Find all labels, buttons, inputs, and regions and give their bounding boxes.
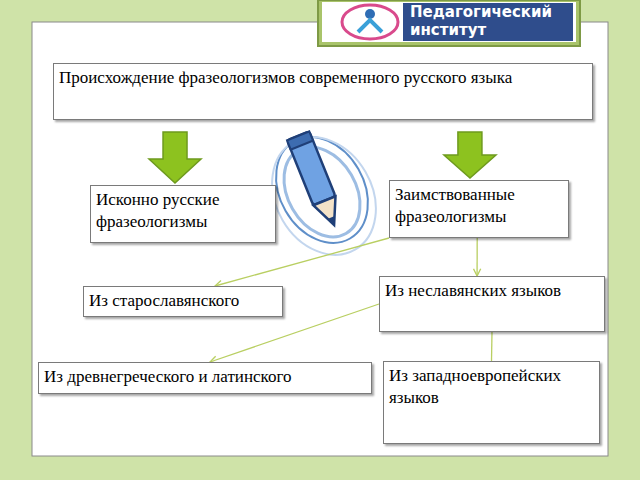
box-text: Из древнегреческого и латинского: [44, 366, 366, 388]
category-box: Из западноевропейских языков: [383, 361, 600, 444]
pencil-cap: [287, 131, 313, 149]
box-text: Происхождение фразеологизмов современног…: [59, 67, 587, 89]
box-text: Заимствованные фразеологизмы: [395, 184, 563, 228]
logo-frame: [318, 0, 580, 46]
box-text: Из западноевропейских языков: [389, 365, 594, 409]
connector-line: [476, 238, 477, 276]
category-box: Из старославянского: [83, 286, 283, 317]
block-arrow: [444, 132, 496, 178]
logo: [318, 0, 580, 46]
category-box: Заимствованные фразеологизмы: [389, 180, 569, 238]
logo-band: [403, 3, 573, 41]
pencil-body: [287, 131, 335, 205]
category-box: Из неславянских языков: [379, 276, 605, 332]
category-box: Происхождение фразеологизмов современног…: [53, 63, 593, 120]
logo-figure: [358, 20, 382, 32]
box-text: Из старославянского: [89, 290, 277, 312]
pencil-tip: [313, 196, 345, 229]
category-box: Из древнегреческого и латинского: [38, 362, 372, 394]
block-arrow: [149, 132, 201, 183]
connector-line: [491, 332, 493, 361]
logo-inner: [322, 2, 576, 42]
slide-panel: [32, 22, 608, 456]
box-text: Исконно русские фразеологизмы: [96, 189, 270, 233]
connector-line: [215, 238, 389, 286]
logo-text: Педагогический институт: [410, 3, 570, 39]
logo-ring: [342, 5, 398, 39]
category-box: Исконно русские фразеологизмы: [90, 185, 276, 243]
pencil-lead: [327, 216, 337, 226]
box-text: Из неславянских языков: [385, 280, 599, 302]
